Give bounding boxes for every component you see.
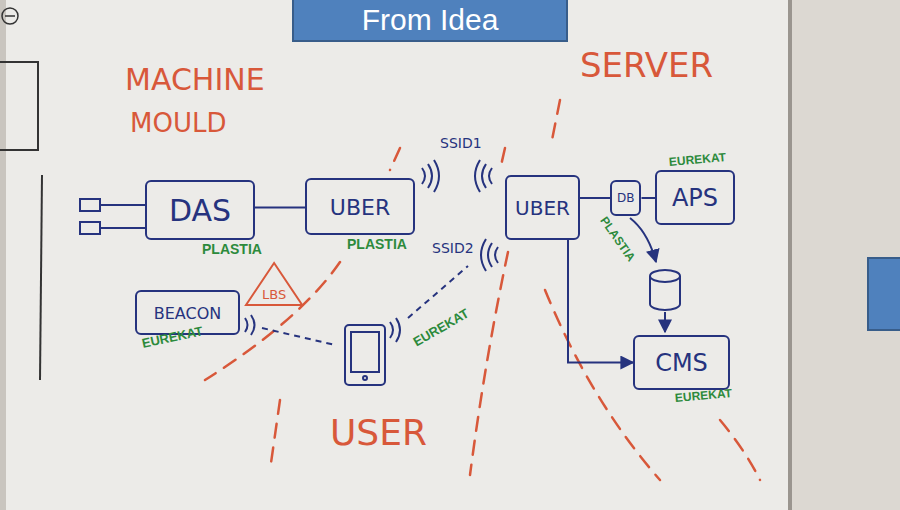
cylinder-top bbox=[650, 270, 680, 282]
board-edge bbox=[0, 0, 6, 510]
owner-note: EUREKAT bbox=[410, 306, 471, 350]
tablet-icon bbox=[345, 325, 385, 385]
divider-line bbox=[545, 290, 660, 480]
gateway-box: UBER bbox=[505, 175, 580, 240]
device-box: DASPLASTIA bbox=[145, 180, 255, 240]
wall bbox=[790, 0, 900, 510]
gateway-box: UBERPLASTIA bbox=[305, 178, 415, 235]
wave bbox=[422, 168, 425, 184]
node-label: DAS bbox=[169, 193, 231, 228]
wave bbox=[251, 315, 255, 335]
wire bbox=[100, 204, 145, 206]
slide-arrow-box bbox=[868, 258, 900, 330]
wave bbox=[481, 239, 486, 271]
connector bbox=[580, 197, 610, 199]
node-label: DB bbox=[617, 191, 634, 205]
triangle-shape bbox=[246, 263, 302, 305]
lbs-triangle: LBS bbox=[245, 262, 303, 306]
title-text: From Idea bbox=[362, 3, 499, 37]
owner-note: PLASTIA bbox=[597, 214, 638, 264]
tablet-screen bbox=[351, 332, 379, 372]
node-label: LBS bbox=[262, 287, 286, 302]
connector bbox=[255, 207, 305, 209]
owner-note: PLASTIA bbox=[347, 236, 407, 252]
divider-line bbox=[720, 420, 760, 480]
region-dividers bbox=[205, 100, 760, 480]
owner-note: PLASTIA bbox=[202, 241, 262, 257]
wave bbox=[428, 164, 432, 188]
beacon-link bbox=[262, 328, 335, 345]
tablet-body bbox=[345, 325, 385, 385]
plug-symbols bbox=[80, 199, 145, 234]
region-title: MOULD bbox=[130, 108, 226, 138]
wave bbox=[489, 168, 492, 184]
network-name: SSID1 bbox=[440, 135, 482, 151]
title-box: From Idea bbox=[292, 0, 568, 42]
region-title: SERVER bbox=[580, 45, 713, 85]
database-icon bbox=[650, 270, 680, 310]
plug bbox=[80, 222, 100, 234]
partial-box bbox=[0, 62, 38, 150]
divider-line bbox=[205, 262, 340, 380]
divider-line bbox=[390, 148, 400, 170]
wire bbox=[100, 227, 145, 229]
node-label: CMS bbox=[655, 349, 708, 377]
plug bbox=[80, 199, 100, 211]
region-title: MACHINE bbox=[125, 62, 265, 97]
corner-symbol bbox=[2, 8, 18, 24]
node-label: UBER bbox=[515, 196, 570, 220]
feed-arrow bbox=[664, 312, 666, 332]
tablet-button bbox=[363, 376, 367, 380]
board-frame bbox=[788, 0, 792, 510]
divider-line bbox=[552, 100, 560, 140]
owner-note: EUREKAT bbox=[668, 150, 726, 169]
connector bbox=[641, 197, 655, 199]
divider-line bbox=[470, 252, 508, 475]
owner-note: EUREKAT bbox=[140, 323, 204, 351]
wave bbox=[434, 160, 439, 192]
wave bbox=[245, 318, 248, 332]
corner-symbol-bar bbox=[5, 15, 15, 17]
divider-line bbox=[500, 148, 505, 170]
divider-line bbox=[270, 400, 280, 470]
service-box: APSEUREKAT bbox=[655, 170, 735, 225]
wave bbox=[390, 322, 393, 338]
wave bbox=[482, 164, 486, 188]
network-name: SSID2 bbox=[432, 240, 474, 256]
wave bbox=[396, 318, 400, 342]
region-title: USER bbox=[330, 412, 427, 453]
node-label: APS bbox=[672, 184, 718, 212]
whiteboard bbox=[0, 0, 790, 510]
beacon-box: BEACONEUREKAT bbox=[135, 290, 240, 335]
node-label: UBER bbox=[330, 194, 390, 219]
margin-line bbox=[40, 175, 42, 380]
node-label: BEACON bbox=[154, 303, 221, 322]
wave bbox=[475, 160, 480, 192]
cms-box: CMSEUREKAT bbox=[633, 335, 730, 390]
wave bbox=[488, 243, 492, 267]
small-box: DB bbox=[610, 180, 641, 216]
owner-note: EUREKAT bbox=[674, 386, 732, 405]
wave bbox=[495, 247, 498, 263]
